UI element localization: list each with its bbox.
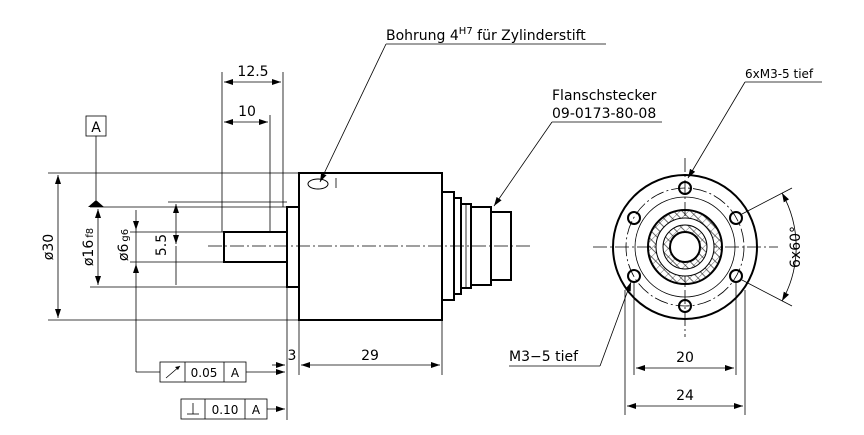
perpendicularity-tolerance-frame: 0.10 A <box>180 398 285 420</box>
shaft <box>223 231 288 263</box>
center-bore <box>669 231 701 263</box>
dim-12-5: 12.5 <box>237 64 268 80</box>
connector-line2: 09-0173-80-08 <box>552 106 656 122</box>
dimensions-front: 6x60° 20 24 <box>624 187 804 415</box>
runout-datum: A <box>231 366 240 380</box>
dowel-bore-hole <box>307 178 329 190</box>
dim-5-5: 5.5 <box>154 234 170 256</box>
dim-10: 10 <box>238 104 256 120</box>
runout-value: 0.05 <box>191 366 218 380</box>
perp-datum: A <box>252 403 261 417</box>
flange-collar <box>286 206 300 288</box>
connector-line1: Flanschstecker <box>552 88 657 104</box>
dim-24: 24 <box>676 388 694 404</box>
thread-callout-bottom: M3−5 tief <box>509 281 632 367</box>
housing-body <box>298 172 443 321</box>
connector-callout: Flanschstecker 09-0173-80-08 <box>493 88 662 207</box>
dim-d30: ø30 <box>41 234 57 260</box>
dim-29: 29 <box>361 348 379 364</box>
dim-d16: ø16f8 <box>81 228 97 266</box>
side-view <box>208 172 530 321</box>
bore-callout-text: Bohrung 4H7 für Zylinderstift <box>386 26 586 44</box>
flange-outline <box>612 174 758 320</box>
thread-top-text: 6xM3-5 tief <box>745 67 814 81</box>
dimensions-side: ø30 ø16f8 ø6g6 5.5 12.5 10 3 29 <box>41 64 443 420</box>
perp-value: 0.10 <box>212 403 239 417</box>
bore-callout: Bohrung 4H7 für Zylinderstift <box>319 26 606 183</box>
dim-20: 20 <box>676 350 694 366</box>
datum-a: A <box>85 115 107 207</box>
dim-d6: ø6g6 <box>116 229 132 261</box>
dim-angle: 6x60° <box>788 226 804 268</box>
front-view <box>593 158 778 337</box>
datum-label: A <box>91 120 101 136</box>
dim-3: 3 <box>288 348 297 364</box>
bolt-circle <box>625 187 745 307</box>
thread-callout-top: 6xM3-5 tief <box>687 67 822 179</box>
thread-bottom-text: M3−5 tief <box>509 349 579 365</box>
runout-tolerance-frame: 0.05 A <box>135 284 285 383</box>
